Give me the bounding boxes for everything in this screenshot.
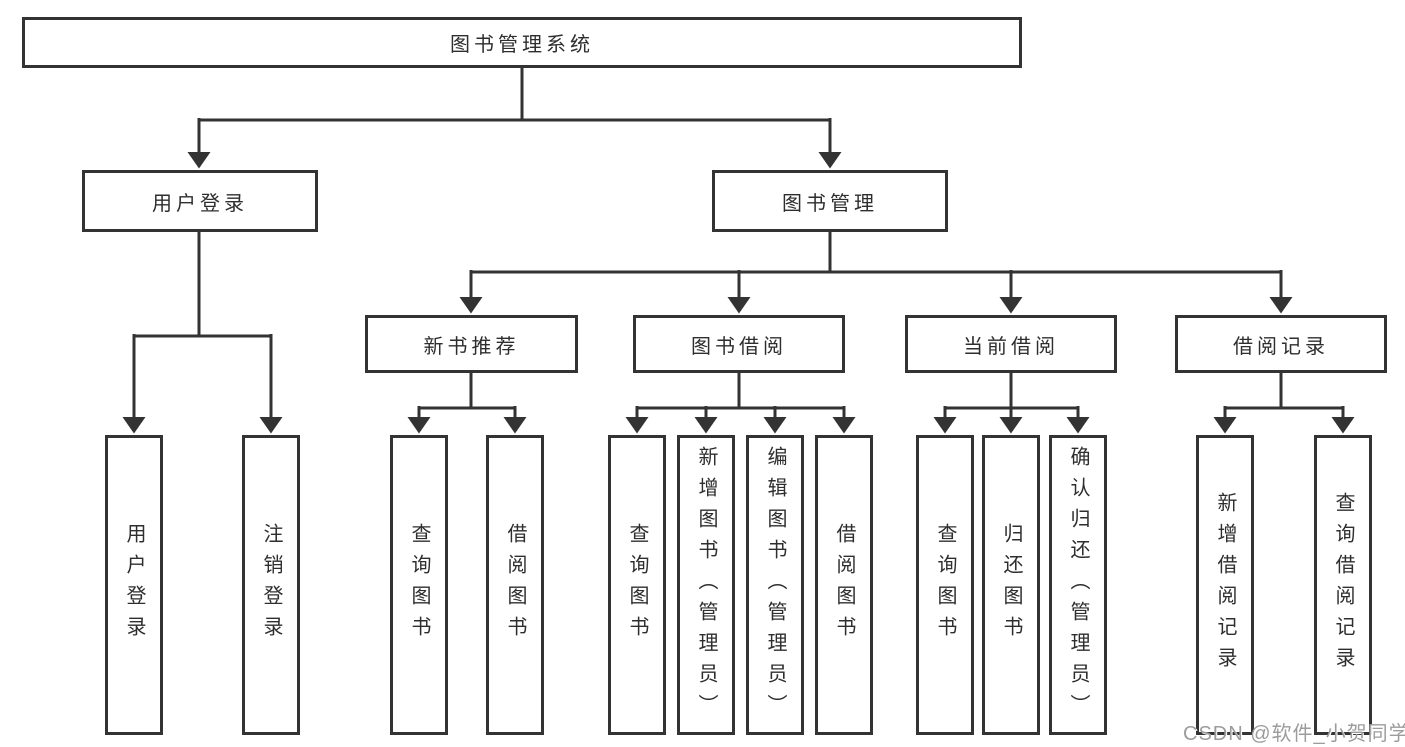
leaf-borrow-books-recommend: 借阅图书 bbox=[486, 435, 544, 735]
node-book-borrowing-label: 图书借阅 bbox=[691, 335, 787, 358]
node-book-management-label: 图书管理 bbox=[782, 192, 878, 215]
leaf-add-borrow-record: 新增借阅记录 bbox=[1196, 435, 1254, 735]
leaf-logout: 注销登录 bbox=[242, 435, 300, 735]
node-borrowing-records-label: 借阅记录 bbox=[1233, 335, 1329, 358]
leaf-user-login: 用户登录 bbox=[105, 435, 163, 735]
node-current-borrowing-label: 当前借阅 bbox=[963, 335, 1059, 358]
node-user-login-label: 用户登录 bbox=[152, 192, 248, 215]
node-user-login: 用户登录 bbox=[82, 170, 318, 232]
leaf-query-books-recommend: 查询图书 bbox=[390, 435, 448, 735]
node-borrowing-records: 借阅记录 bbox=[1175, 315, 1387, 373]
node-library-system: 图书管理系统 bbox=[22, 17, 1022, 68]
leaf-edit-books-admin: 编辑图书（管理员） bbox=[746, 435, 804, 735]
leaf-query-borrow-record: 查询借阅记录 bbox=[1314, 435, 1372, 735]
leaf-borrow-books: 借阅图书 bbox=[815, 435, 873, 735]
node-current-borrowing: 当前借阅 bbox=[905, 315, 1117, 373]
leaf-add-books-admin: 新增图书（管理员） bbox=[677, 435, 735, 735]
leaf-query-books-current: 查询图书 bbox=[916, 435, 974, 735]
node-book-borrowing: 图书借阅 bbox=[633, 315, 845, 373]
node-book-management: 图书管理 bbox=[712, 170, 948, 232]
node-new-book-recommend-label: 新书推荐 bbox=[423, 335, 520, 358]
node-new-book-recommend: 新书推荐 bbox=[365, 315, 578, 373]
leaf-query-books-borrowing: 查询图书 bbox=[608, 435, 666, 735]
node-library-system-label: 图书管理系统 bbox=[450, 34, 594, 56]
csdn-watermark: CSDN @软件_小贺同学 bbox=[1183, 723, 1405, 745]
leaf-confirm-return-admin: 确认归还（管理员） bbox=[1049, 435, 1107, 735]
leaf-return-books: 归还图书 bbox=[982, 435, 1040, 735]
